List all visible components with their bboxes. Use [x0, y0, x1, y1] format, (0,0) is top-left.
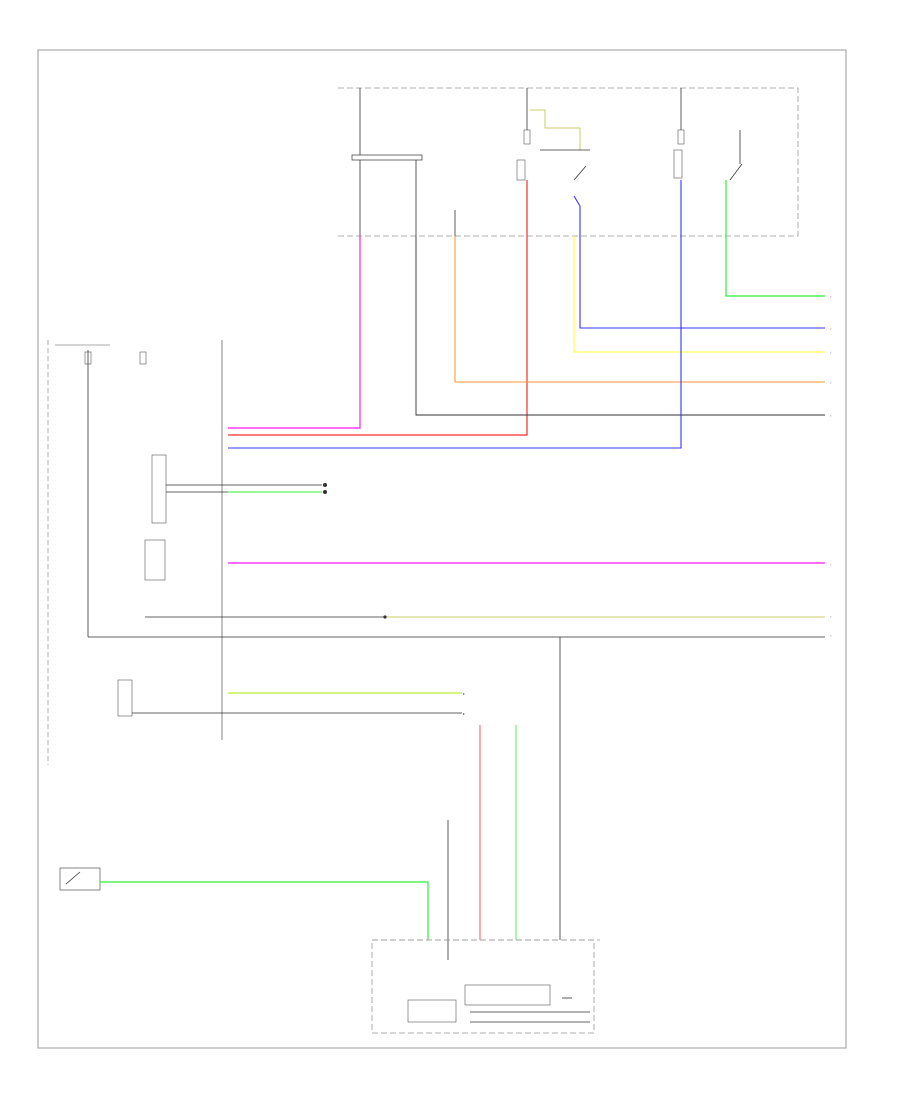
svg-text:›: ›	[830, 633, 832, 638]
wire-harness	[228, 180, 825, 449]
switch-icon	[573, 165, 587, 181]
fuse-icon	[677, 129, 685, 145]
fuse-icon	[84, 351, 92, 365]
relay-coil-icon	[673, 149, 683, 179]
relay-coil-icon	[516, 159, 526, 181]
switch-icon	[65, 871, 81, 885]
left-switch-module	[144, 454, 228, 581]
svg-text:›: ›	[830, 350, 832, 355]
svg-text:›: ›	[830, 413, 832, 418]
svg-text:›: ›	[830, 326, 832, 331]
connector-arrow-icons: › › › › › › › ›	[830, 294, 832, 638]
fuse-icon	[523, 129, 531, 145]
svg-text:›: ›	[830, 294, 832, 299]
svg-text:›: ›	[830, 380, 832, 385]
fuse-icon	[139, 351, 147, 365]
switch-icon	[729, 163, 743, 181]
svg-text:▸: ▸	[463, 711, 465, 716]
fuse-relay-box	[338, 87, 799, 237]
lower-left-switch	[59, 867, 101, 891]
diagram-border	[37, 49, 847, 1049]
svg-text:›: ›	[830, 562, 832, 567]
left-fuse-group	[55, 344, 147, 365]
svg-text:›: ›	[830, 614, 832, 619]
bottom-module	[371, 939, 600, 1034]
svg-text:▸: ▸	[463, 691, 465, 696]
